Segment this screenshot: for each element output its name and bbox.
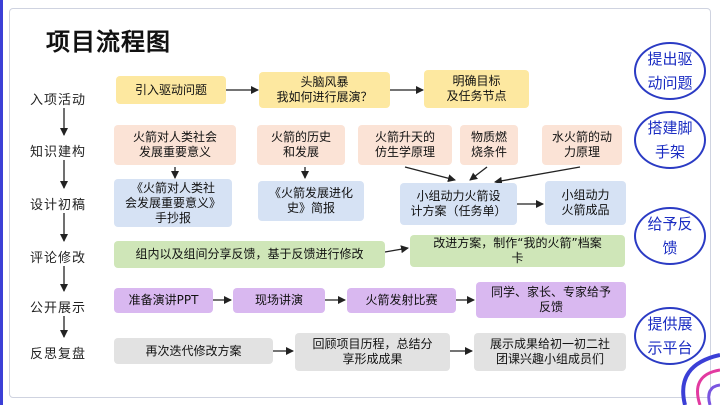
box-water-rocket-power: 水火箭的动 力原理 <box>542 125 622 165</box>
stage-label-3: 设计初稿 <box>30 198 87 213</box>
stage-label-4: 评论修改 <box>30 251 87 266</box>
box-intro-question: 引入驱动问题 <box>116 76 226 104</box>
arrow-k3-d3 <box>404 166 456 183</box>
box-handwritten-newspaper: 《火箭对人类社 会发展重要意义》 手抄报 <box>114 179 232 227</box>
stage-label-6: 反思复盘 <box>30 347 87 362</box>
box-launch-contest: 火箭发射比赛 <box>347 288 456 313</box>
box-rocket-significance: 火箭对人类社会 发展重要意义 <box>114 125 236 165</box>
content-frame <box>9 8 711 398</box>
stage-label-1: 入项活动 <box>30 93 87 108</box>
arrow-k4-d3 <box>469 166 488 181</box>
box-prepare-ppt: 准备演讲PPT <box>114 288 213 313</box>
side-label-driving-question: 提出驱 动问题 <box>634 42 706 100</box>
box-show-results: 展示成果给初一初二社 团课兴趣小组成员们 <box>474 333 626 371</box>
stage-label-2: 知识建构 <box>30 145 87 160</box>
box-finished-rocket: 小组动力 火箭成品 <box>545 181 626 225</box>
box-bionics-principle: 火箭升天的 仿生学原理 <box>358 125 452 165</box>
page-title: 项目流程图 <box>46 28 171 56</box>
box-combustion-conditions: 物质燃 烧条件 <box>460 125 518 165</box>
side-label-give-feedback: 给予反 馈 <box>634 207 706 265</box>
box-review-summary: 回顾项目历程，总结分 享形成成果 <box>295 333 450 371</box>
box-iterate-plan: 再次迭代修改方案 <box>114 338 273 364</box>
corner-decoration <box>681 353 720 405</box>
left-accent-bar <box>0 0 3 405</box>
arrow-r1-r2 <box>384 245 409 254</box>
arrow-k5-d3 <box>494 166 581 185</box>
box-history-brief: 《火箭发展进化 史》简报 <box>258 181 364 221</box>
stage-label-5: 公开展示 <box>30 301 87 316</box>
box-rocket-history: 火箭的历史 和发展 <box>257 125 345 165</box>
side-label-scaffolding: 搭建脚 手架 <box>634 111 706 169</box>
box-clarify-goals: 明确目标 及任务节点 <box>424 70 529 108</box>
box-share-feedback: 组内以及组间分享反馈，基于反馈进行修改 <box>114 241 385 268</box>
box-live-presentation: 现场讲演 <box>233 288 325 313</box>
box-brainstorm: 头脑风暴 我如何进行展演？ <box>259 72 390 108</box>
box-external-feedback: 同学、家长、专家给予 反馈 <box>476 282 626 318</box>
side-label-display-platform: 提供展 示平台 <box>634 307 706 365</box>
box-improve-plan: 改进方案，制作“我的火箭”档案 卡 <box>410 235 625 267</box>
box-design-plan: 小组动力火箭设 计方案（任务单） <box>400 183 517 225</box>
